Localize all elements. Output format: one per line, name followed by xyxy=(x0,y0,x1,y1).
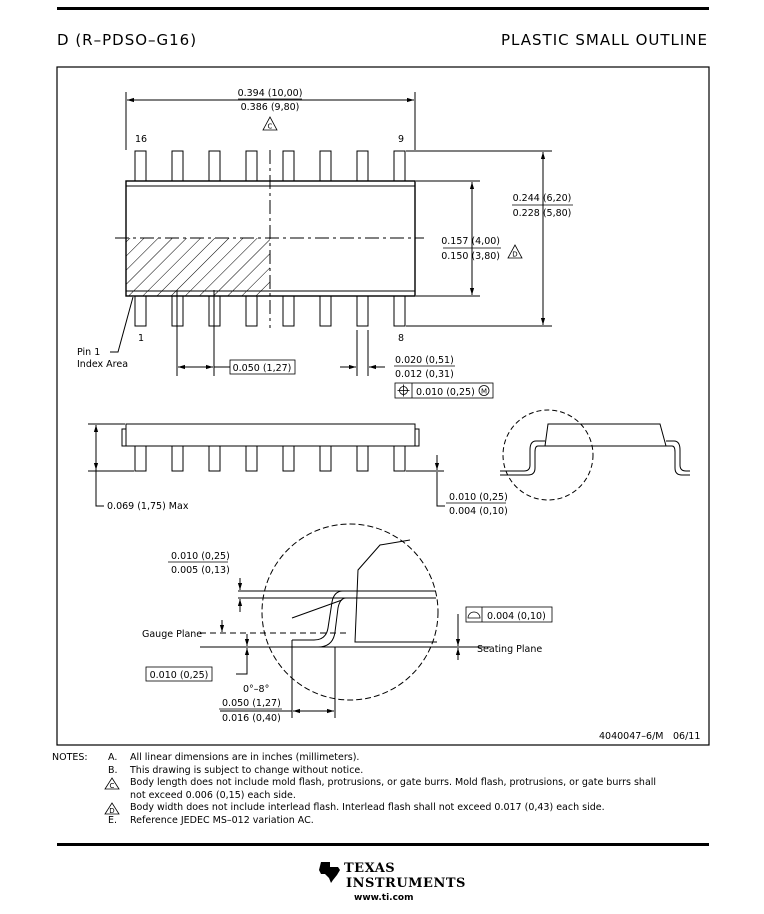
drawing-id: 4040047–6/M xyxy=(599,731,664,742)
note-letter: E. xyxy=(108,814,118,826)
profile-icon xyxy=(467,611,481,619)
top-rule xyxy=(57,7,709,10)
pin-1-label: 1 xyxy=(138,333,144,344)
standoff-max: 0.010 (0,25) xyxy=(449,492,508,503)
lead-width-min: 0.012 (0,31) xyxy=(395,369,454,380)
overall-width-max: 0.244 (6,20) xyxy=(513,193,572,204)
top-view xyxy=(110,92,552,376)
bottom-rule xyxy=(57,843,709,846)
side-leads xyxy=(134,445,406,472)
body-width-max: 0.157 (4,00) xyxy=(441,236,500,247)
logo-text-texas: TEXAS xyxy=(344,861,396,876)
side-view xyxy=(88,409,690,507)
lead-thickness-min: 0.005 (0,13) xyxy=(171,565,230,576)
note-text: All linear dimensions are in inches (mil… xyxy=(130,752,360,763)
pin-16-label: 16 xyxy=(135,134,147,145)
note-d-triangle-icon: D xyxy=(104,802,120,815)
note-letter: A. xyxy=(108,752,118,763)
body-width-min: 0.150 (3,80) xyxy=(441,251,500,262)
package-name: PLASTIC SMALL OUTLINE xyxy=(501,31,708,49)
note-c-triangle-icon: C xyxy=(104,777,120,790)
overall-width-min: 0.228 (5,80) xyxy=(513,208,572,219)
pitch-label: 0.050 (1,27) xyxy=(233,363,292,374)
lead-width-max: 0.020 (0,51) xyxy=(395,355,454,366)
body-length-max: 0.394 (10,00) xyxy=(238,88,303,99)
body-length-min: 0.386 (9,80) xyxy=(241,102,300,113)
position-tolerance-frame: 0.010 (0,25) M xyxy=(394,382,494,399)
drawing-date: 06/11 xyxy=(673,731,700,742)
ti-logo: TEXAS INSTRUMENTS www.ti.com xyxy=(316,858,465,908)
lead-thickness-max: 0.010 (0,25) xyxy=(171,551,230,562)
note-text: Body width does not include interlead fl… xyxy=(130,802,605,813)
foot-length-min: 0.016 (0,40) xyxy=(222,713,281,724)
svg-text:C: C xyxy=(268,123,273,131)
notes-heading: NOTES: xyxy=(52,752,88,763)
position-tolerance-value: 0.010 (0,25) xyxy=(416,387,475,398)
package-code: D (R–PDSO–G16) xyxy=(57,31,198,49)
pin-8-label: 8 xyxy=(398,333,404,344)
svg-text:C: C xyxy=(110,782,115,790)
note-text: Reference JEDEC MS–012 variation AC. xyxy=(130,814,314,826)
pin1-index-area xyxy=(126,238,270,296)
height-max-label: 0.069 (1,75) Max xyxy=(107,501,189,512)
note-letter: B. xyxy=(108,764,118,776)
mmc-modifier: M xyxy=(481,388,487,396)
note-text: Body length does not include mold flash,… xyxy=(130,777,657,788)
detail-view xyxy=(200,523,490,718)
standoff-min: 0.004 (0,10) xyxy=(449,506,508,517)
seating-plane-label: Seating Plane xyxy=(477,644,542,655)
pin1-index-label-2: Index Area xyxy=(77,359,128,370)
pin-9-label: 9 xyxy=(398,134,404,145)
note-d-triangle: D xyxy=(507,244,523,259)
pin1-index-label-1: Pin 1 xyxy=(77,347,100,358)
drawing-frame xyxy=(56,66,710,746)
texas-state-icon xyxy=(319,862,340,883)
note-c-triangle: C xyxy=(262,116,278,131)
gauge-dim-label: 0.010 (0,25) xyxy=(150,670,209,681)
coplanarity-value: 0.004 (0,10) xyxy=(487,611,546,622)
logo-text-instruments: INSTRUMENTS xyxy=(346,876,466,891)
svg-text:D: D xyxy=(512,251,517,259)
website-url: www.ti.com xyxy=(354,893,414,903)
gauge-plane-label: Gauge Plane xyxy=(142,629,202,640)
note-text: This drawing is subject to change withou… xyxy=(130,764,364,776)
note-text: not exceed 0.006 (0,15) each side. xyxy=(130,789,296,801)
foot-length-max: 0.050 (1,27) xyxy=(222,698,281,709)
coplanarity-frame: 0.004 (0,10) xyxy=(465,606,553,623)
svg-text:D: D xyxy=(109,807,114,815)
detail-callout-circle xyxy=(502,409,594,501)
angle-label: 0°–8° xyxy=(243,684,269,695)
